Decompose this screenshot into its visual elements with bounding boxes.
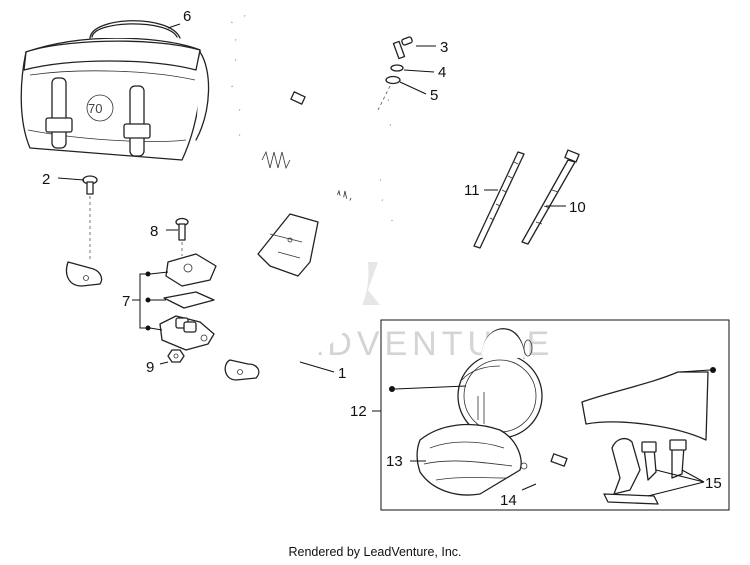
callout-4: 4 bbox=[438, 64, 446, 81]
leader-12a bbox=[394, 385, 467, 390]
callout-1: 1 bbox=[338, 365, 346, 382]
leader-7a bbox=[149, 271, 169, 275]
leader-7c bbox=[149, 327, 163, 331]
leader-15b bbox=[681, 469, 705, 483]
part-8-bolt[interactable] bbox=[175, 217, 189, 241]
bag-logo: 70 bbox=[88, 101, 102, 116]
callout-11: 11 bbox=[464, 182, 480, 199]
leader-6 bbox=[167, 23, 181, 29]
callout-15: 15 bbox=[705, 475, 722, 492]
leader-1 bbox=[299, 361, 335, 373]
part-6-saddle-bag[interactable]: 70 bbox=[20, 20, 210, 161]
part-11-strap[interactable] bbox=[473, 151, 525, 249]
callout-8: 8 bbox=[150, 223, 158, 240]
leader-2 bbox=[57, 177, 85, 181]
part-14-strap-loop[interactable] bbox=[522, 453, 574, 496]
part-2-bolt[interactable] bbox=[82, 175, 98, 195]
dashed-axis-3-5 bbox=[377, 85, 391, 111]
callout-7: 7 bbox=[122, 293, 130, 310]
dot-7b bbox=[145, 297, 151, 303]
part-1-rear-rack[interactable] bbox=[65, 12, 405, 381]
part-7-clamp-assembly[interactable] bbox=[159, 253, 217, 351]
callout-5: 5 bbox=[430, 87, 438, 104]
footer-credit: Rendered by LeadVenture, Inc. bbox=[288, 545, 462, 559]
kit-box-12 bbox=[380, 319, 730, 511]
dot-12b bbox=[710, 367, 716, 373]
part-5-washer[interactable] bbox=[385, 75, 401, 85]
part-13-cloth-cover[interactable] bbox=[416, 423, 528, 496]
dot-12a bbox=[389, 386, 395, 392]
callout-14: 14 bbox=[500, 492, 517, 509]
leader-12b bbox=[679, 369, 711, 373]
callout-3: 3 bbox=[440, 39, 448, 56]
callout-2: 2 bbox=[42, 171, 50, 188]
leader-4 bbox=[403, 69, 435, 73]
part-9-nut[interactable] bbox=[167, 349, 185, 363]
callout-9: 9 bbox=[146, 359, 154, 376]
leader-15a bbox=[655, 469, 705, 483]
callout-12: 12 bbox=[350, 403, 367, 420]
leader-15c bbox=[647, 481, 705, 497]
bracket-7 bbox=[139, 273, 148, 329]
part-12-wheel-bag[interactable] bbox=[457, 328, 543, 439]
leader-14 bbox=[521, 483, 537, 491]
callout-13: 13 bbox=[386, 453, 403, 470]
part-3-screw[interactable] bbox=[392, 36, 413, 60]
leader-5 bbox=[399, 81, 427, 95]
part-4-washer[interactable] bbox=[390, 64, 404, 72]
leader-9 bbox=[159, 361, 169, 365]
callout-6: 6 bbox=[183, 8, 191, 25]
callout-10: 10 bbox=[569, 199, 586, 216]
part-10-strap[interactable] bbox=[521, 149, 580, 245]
part-12-cover-strip[interactable] bbox=[581, 371, 709, 441]
part-15-brackets[interactable] bbox=[603, 437, 687, 505]
dot-7c bbox=[145, 325, 151, 331]
dot-7a bbox=[145, 271, 151, 277]
